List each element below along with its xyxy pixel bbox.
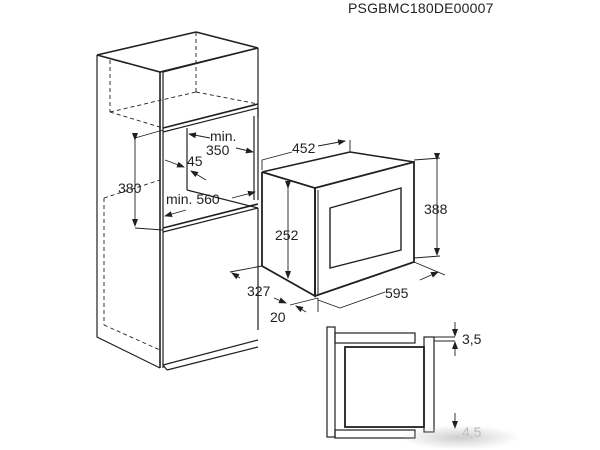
dim-depth-total: 327 [247, 283, 271, 299]
dim-min-depth: 350 [206, 142, 230, 158]
side-detail-drawing [326, 326, 435, 439]
dim-width: 595 [385, 285, 409, 301]
watermark-blur [400, 425, 520, 450]
dim-front-thickness: 20 [270, 309, 286, 325]
dim-cabinet-opening-height: 380 [118, 180, 142, 196]
dim-top-gap: 3,5 [462, 331, 482, 347]
dim-offset: 45 [187, 153, 203, 169]
cabinet-drawing [96, 31, 259, 371]
dim-min-label: min. [210, 128, 236, 144]
dim-min-width: min. 560 [166, 191, 220, 207]
appliance-drawing [261, 151, 415, 298]
dim-front-height: 388 [424, 201, 448, 217]
dim-depth-top: 452 [292, 140, 316, 156]
drawing-code: PSGBMC180DE00007 [348, 0, 494, 16]
dim-body-height: 252 [275, 227, 299, 243]
